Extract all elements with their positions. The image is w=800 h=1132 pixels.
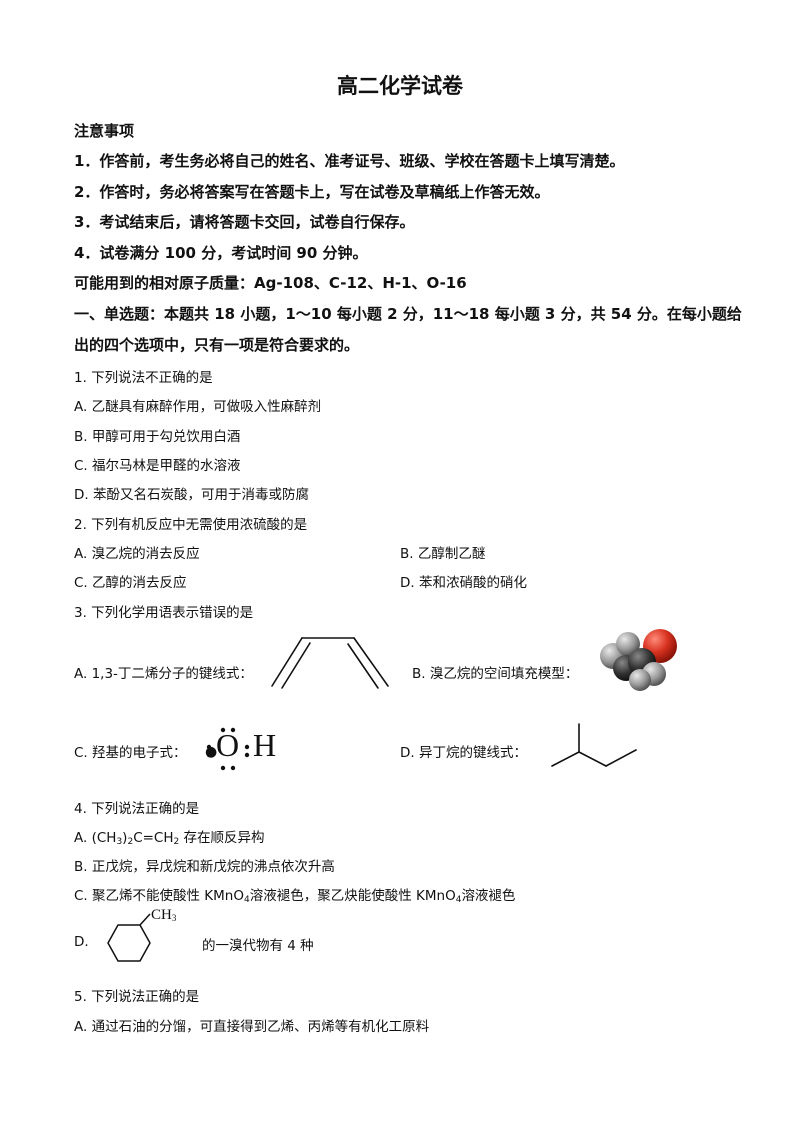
note-item-3: 3．考试结束后，请将答题卡交回，试卷自行保存。 (74, 213, 415, 231)
section-heading-line2: 出的四个选项中，只有一项是符合要求的。 (74, 336, 360, 354)
q2-option-b: B. 乙醇制乙醚 (400, 546, 486, 562)
section-heading-line1: 一、单选题：本题共 18 小题，1～10 每小题 2 分，11～18 每小题 3… (74, 305, 742, 323)
q4-c-sub-2: 4 (455, 895, 462, 905)
note-item-4: 4．试卷满分 100 分，考试时间 90 分钟。 (74, 244, 368, 262)
electron-dots (206, 727, 250, 771)
q4-a-sub-3: 2 (173, 837, 180, 847)
q2-option-d: D. 苯和浓硝酸的硝化 (400, 575, 527, 591)
bromoethane-space-filling-model (600, 629, 677, 691)
q4-a-text-3: C=CH (133, 830, 174, 846)
hydroxyl-electron-formula: ● O H (205, 725, 295, 775)
q2-option-a: A. 溴乙烷的消去反应 (74, 546, 200, 562)
q4-a-text-2: ) (122, 830, 128, 846)
q1-option-d: D. 苯酚又名石炭酸，可用于消毒或防腐 (74, 487, 309, 503)
q4-c-text-2: 溶液褪色，聚乙炔能使酸性 KMnO (249, 888, 456, 904)
atomic-masses: 可能用到的相对原子质量：Ag-108、C-12、H-1、O-16 (74, 274, 467, 292)
q1-stem: 1. 下列说法不正确的是 (74, 370, 213, 386)
isobutane-skeletal-structure (551, 723, 637, 767)
q1-option-b: B. 甲醇可用于勾兑饮用白酒 (74, 429, 241, 445)
note-item-1: 1．作答前，考生务必将自己的姓名、准考证号、班级、学校在答题卡上填写清楚。 (74, 152, 625, 170)
q5-stem: 5. 下列说法正确的是 (74, 989, 200, 1005)
q3-option-d: D. 异丁烷的键线式： (400, 745, 527, 761)
q4-stem: 4. 下列说法正确的是 (74, 801, 200, 817)
q1-option-a: A. 乙醚具有麻醉作用，可做吸入性麻醉剂 (74, 399, 322, 415)
q4-option-b: B. 正戊烷，异戊烷和新戊烷的沸点依次升高 (74, 859, 335, 875)
q4-a-sub-1: 3 (116, 837, 123, 847)
q3-option-b: B. 溴乙烷的空间填充模型： (412, 666, 579, 682)
oxygen-symbol: O (216, 727, 240, 763)
q2-stem: 2. 下列有机反应中无需使用浓硫酸的是 (74, 517, 308, 533)
q4-option-a: A. (CH3)2C=CH2 存在顺反异构 (74, 826, 265, 847)
notes-heading: 注意事项 (74, 122, 135, 140)
q4-a-sub-2: 2 (127, 837, 134, 847)
q4-option-d-label: D. (74, 934, 89, 950)
q4-c-text-3: 溶液褪色 (461, 888, 516, 904)
q4-c-sub-1: 4 (243, 895, 250, 905)
butadiene-skeletal-structure (271, 637, 389, 689)
q4-a-text-1: A. (CH (74, 830, 117, 846)
q3-stem: 3. 下列化学用语表示错误的是 (74, 605, 254, 621)
q4-c-text-1: C. 聚乙烯不能使酸性 KMnO (74, 888, 244, 904)
q4-option-d-text: 的一溴代物有 4 种 (202, 938, 314, 954)
q3-option-a: A. 1,3-丁二烯分子的键线式： (74, 666, 253, 682)
methylcyclohexane-skeletal-structure (107, 913, 151, 962)
q2-option-c: C. 乙醇的消去反应 (74, 575, 187, 591)
q4-option-c: C. 聚乙烯不能使酸性 KMnO4溶液褪色，聚乙炔能使酸性 KMnO4溶液褪色 (74, 884, 516, 905)
methyl-sub: 3 (171, 913, 177, 923)
methyl-ch: CH (151, 907, 172, 923)
q4-a-text-4: 存在顺反异构 (179, 830, 265, 846)
q1-option-c: C. 福尔马林是甲醛的水溶液 (74, 458, 241, 474)
page-title: 高二化学试卷 (337, 74, 463, 98)
hydrogen-symbol: H (253, 727, 277, 763)
note-item-2: 2．作答时，务必将答案写在答题卡上，写在试卷及草稿纸上作答无效。 (74, 183, 550, 201)
q3-option-c: C. 羟基的电子式： (74, 745, 187, 761)
q5-option-a: A. 通过石油的分馏，可直接得到乙烯、丙烯等有机化工原料 (74, 1019, 430, 1035)
methyl-group-label: CH3 (151, 907, 176, 924)
